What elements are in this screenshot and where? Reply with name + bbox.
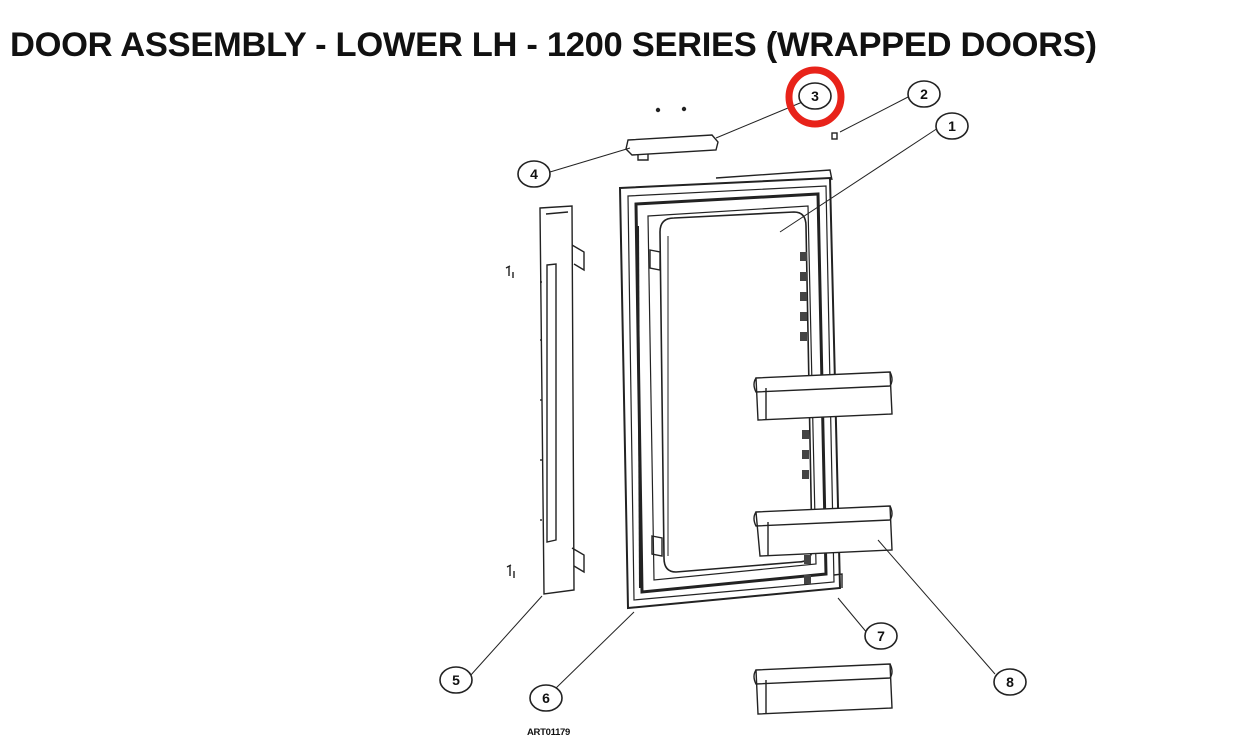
part-1-door-panel xyxy=(618,169,843,610)
callout-8: 8 xyxy=(993,668,1027,696)
art-code-label: ART01179 xyxy=(527,727,571,738)
part-4-hinge-cover xyxy=(625,106,719,161)
svg-text:2: 2 xyxy=(920,86,928,102)
callout-2: 2 xyxy=(907,80,941,108)
callout-3-highlight-ring xyxy=(785,66,845,128)
svg-text:5: 5 xyxy=(452,672,460,688)
svg-text:7: 7 xyxy=(877,628,885,644)
svg-text:3: 3 xyxy=(811,88,819,104)
svg-text:8: 8 xyxy=(1006,674,1014,690)
callout-7: 7 xyxy=(864,622,898,650)
part-8-shelf-middle xyxy=(753,505,893,557)
callout-1: 1 xyxy=(935,112,969,140)
part-2-plug xyxy=(831,132,838,140)
part-8-shelf-upper xyxy=(753,371,893,421)
part-5-trim-strip xyxy=(505,205,585,595)
leader-lines xyxy=(469,95,996,691)
callout-4: 4 xyxy=(517,160,551,188)
svg-text:4: 4 xyxy=(530,166,538,182)
callout-5: 5 xyxy=(439,666,473,694)
part-8-shelf-lower xyxy=(753,663,893,715)
callout-6: 6 xyxy=(529,684,563,712)
callout-3: 3 xyxy=(798,82,832,110)
page-title: DOOR ASSEMBLY - LOWER LH - 1200 SERIES (… xyxy=(10,26,1097,64)
svg-text:1: 1 xyxy=(948,118,956,134)
svg-text:6: 6 xyxy=(542,690,550,706)
